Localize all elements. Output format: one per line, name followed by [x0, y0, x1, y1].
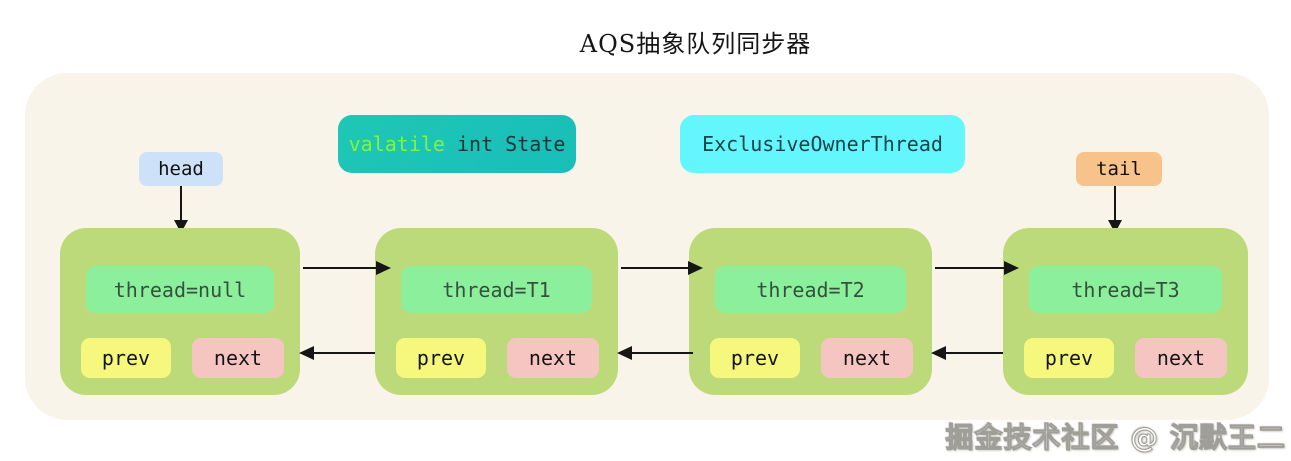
diagram-title-row: AQS抽象队列同步器	[0, 24, 1291, 59]
next-field: next	[507, 338, 599, 378]
next-arrow-3-to-4	[935, 261, 1019, 275]
volatile-int-state-box: valatile int State	[338, 115, 576, 173]
diagram-title: AQS抽象队列同步器	[579, 30, 812, 58]
queue-node-t2: thread=T2 prev next	[689, 228, 932, 395]
aqs-outer-container: valatile int State ExclusiveOwnerThread …	[25, 73, 1269, 420]
thread-field: thread=T3	[1029, 266, 1222, 313]
head-down-arrow	[174, 186, 188, 233]
prev-field: prev	[81, 338, 171, 378]
thread-field: thread=null	[86, 266, 274, 313]
state-rest-text: int State	[444, 132, 566, 156]
owner-box-label: ExclusiveOwnerThread	[702, 132, 943, 156]
tail-pointer-label: tail	[1076, 152, 1162, 186]
tail-down-arrow	[1108, 186, 1122, 233]
head-arrow-line	[180, 186, 182, 222]
next-arrow-2-to-3	[621, 261, 703, 275]
tail-arrow-line	[1114, 186, 1116, 222]
thread-field: thread=T1	[401, 266, 592, 313]
tail-label-text: tail	[1096, 158, 1142, 180]
thread-field: thread=T2	[715, 266, 906, 313]
queue-node-t3: thread=T3 prev next	[1003, 228, 1248, 395]
queue-node-t1: thread=T1 prev next	[375, 228, 618, 395]
watermark-text: 掘金技术社区 @ 沉默王二	[945, 421, 1286, 455]
next-arrow-1-to-2	[303, 261, 391, 275]
prev-arrow-2-to-1	[299, 346, 375, 360]
exclusive-owner-thread-box: ExclusiveOwnerThread	[680, 115, 965, 173]
prev-arrow-3-to-2	[617, 346, 693, 360]
state-keyword-text: valatile	[348, 132, 445, 156]
head-label-text: head	[158, 158, 204, 180]
head-pointer-label: head	[139, 152, 223, 186]
prev-field: prev	[1024, 338, 1114, 378]
prev-field: prev	[710, 338, 800, 378]
next-field: next	[192, 338, 284, 378]
next-field: next	[1135, 338, 1227, 378]
next-field: next	[821, 338, 913, 378]
queue-node-head: thread=null prev next	[60, 228, 300, 395]
prev-arrow-4-to-3	[931, 346, 1003, 360]
prev-field: prev	[396, 338, 486, 378]
